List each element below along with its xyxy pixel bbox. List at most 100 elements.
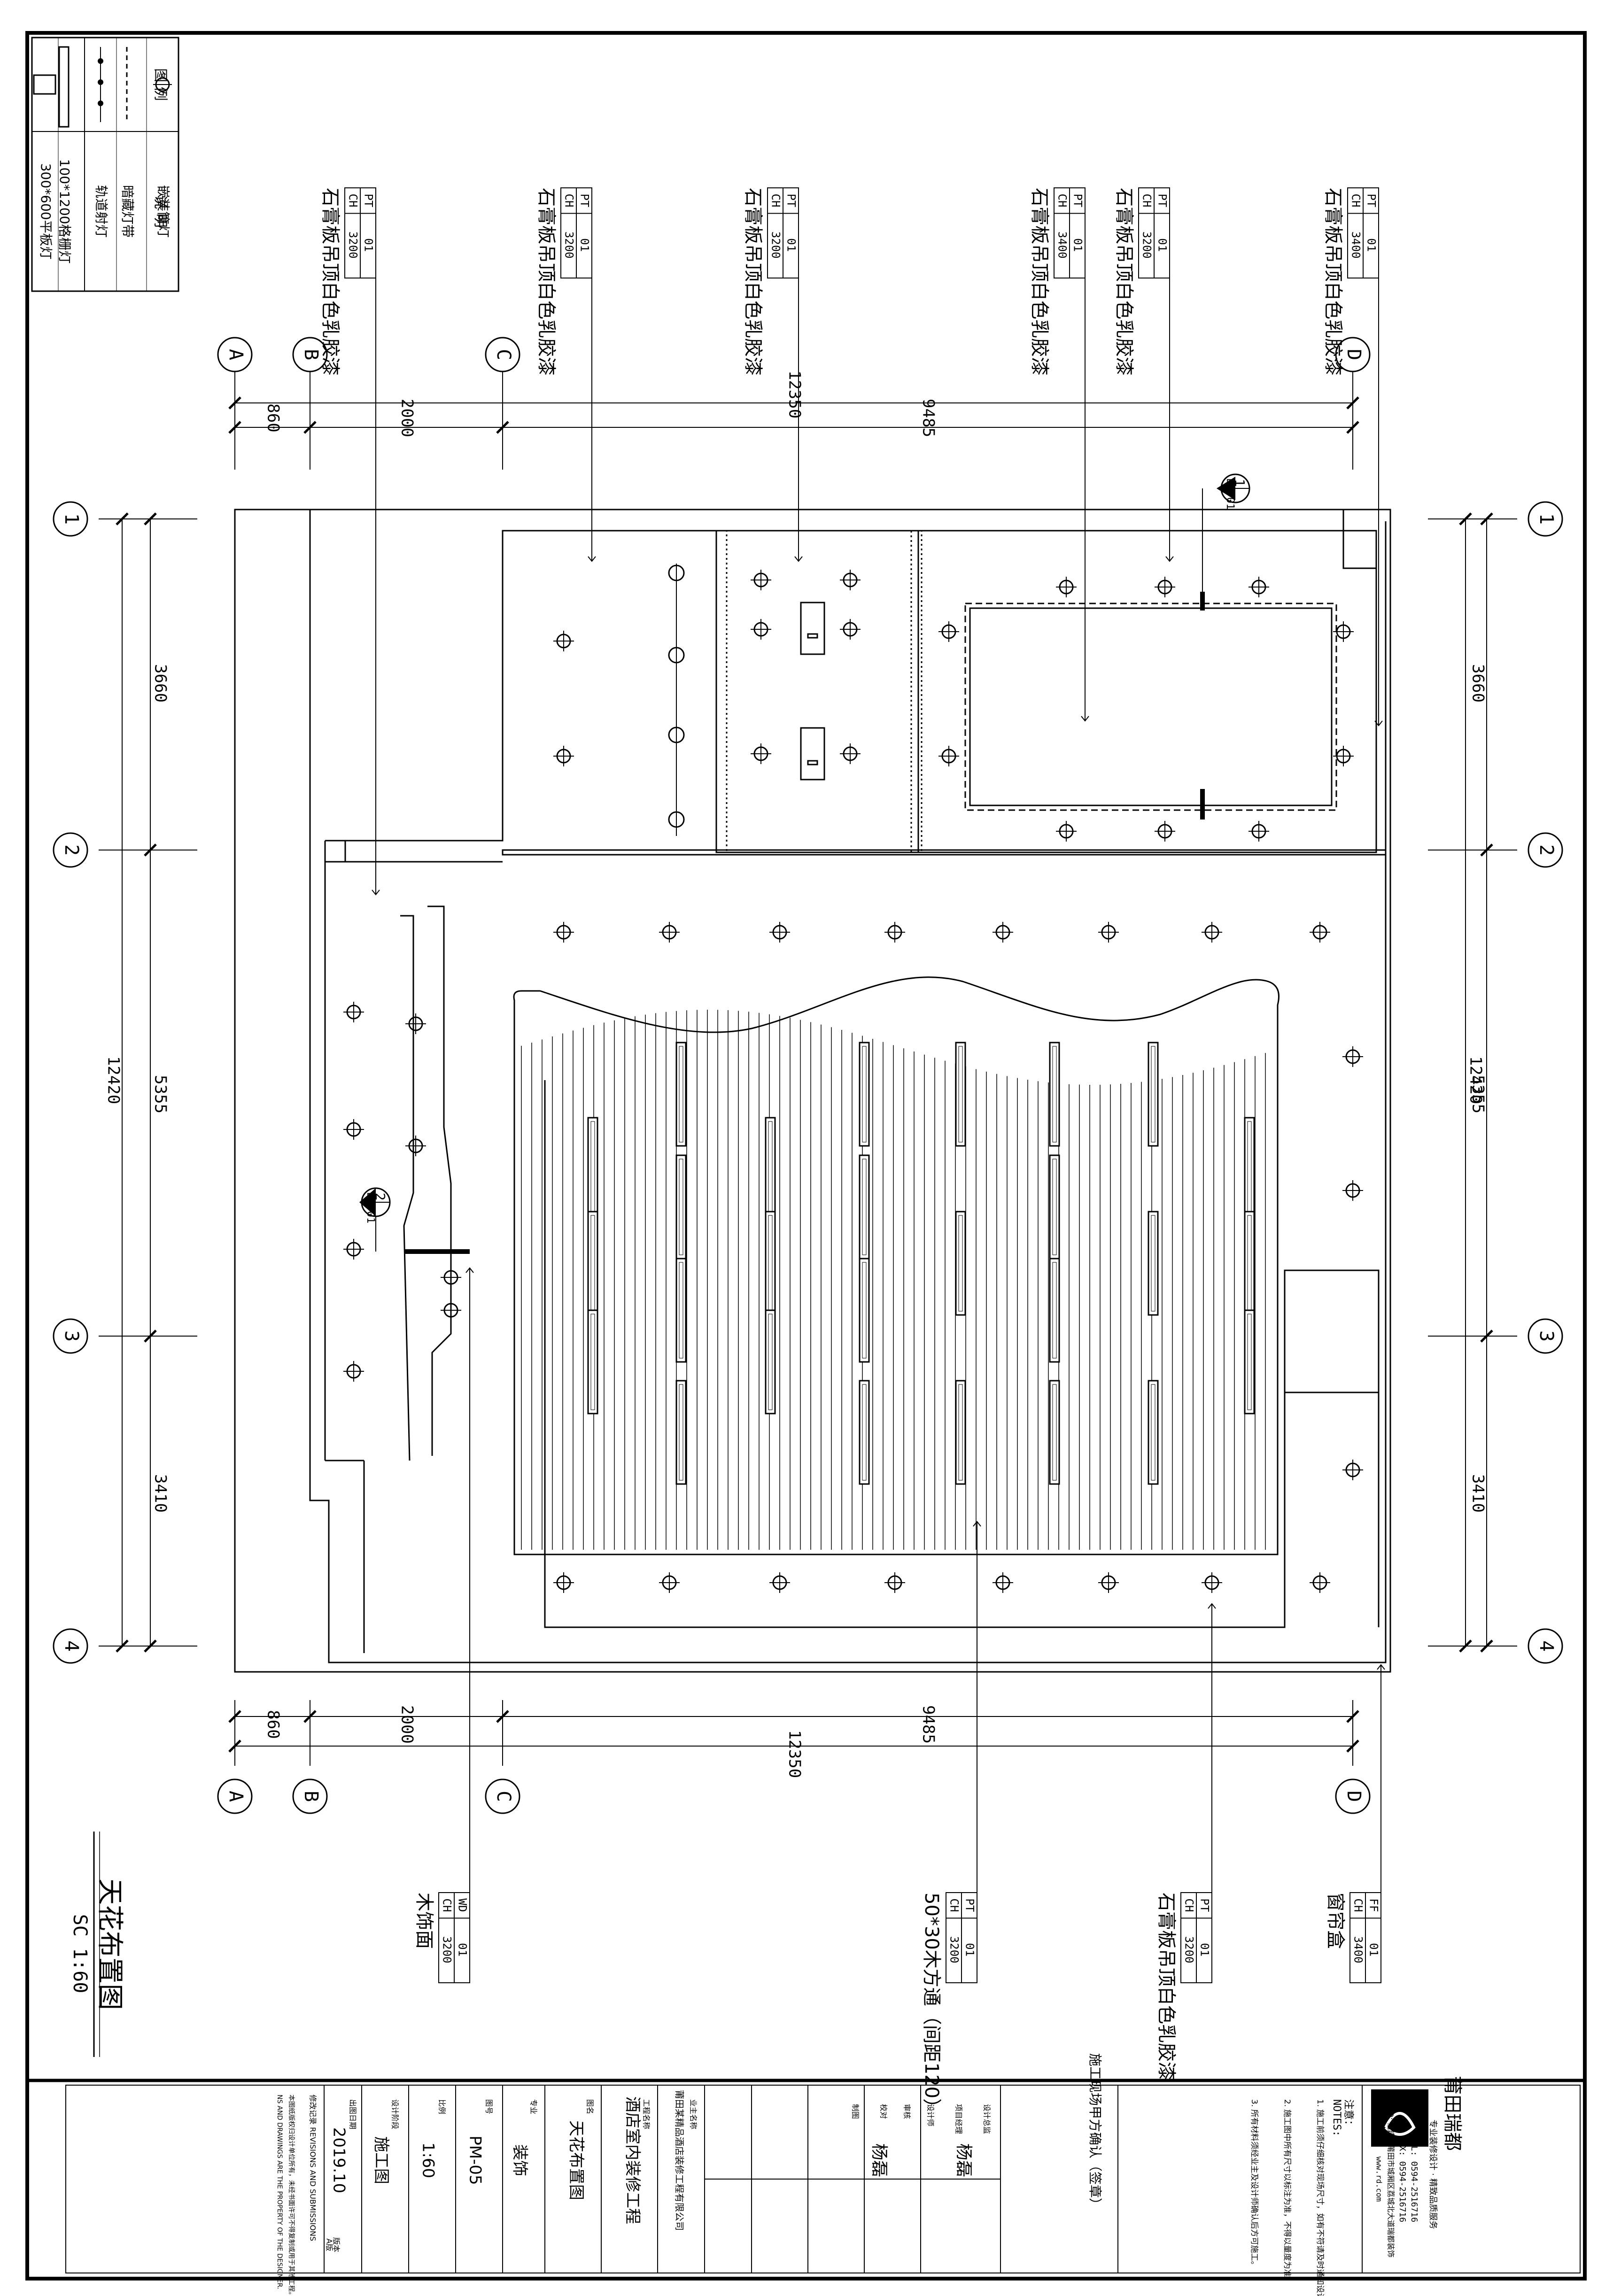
tag-description: 石膏板吊顶白色乳胶漆	[1155, 1893, 1177, 2080]
grille-light	[587, 1211, 598, 1316]
note-item: 3. 所有材料须经业主及设计师确认后方可施工。	[1249, 2099, 1259, 2269]
grille-light	[675, 1258, 687, 1363]
legend-item-label: 嵌装筒灯	[155, 185, 171, 238]
role-label: 设计总监	[983, 2104, 992, 2134]
grille-light	[859, 1042, 870, 1147]
grid-bubble-label: 4	[1535, 1640, 1557, 1652]
dimension-text: 12350	[785, 371, 804, 418]
grid-bubble-A	[217, 337, 253, 372]
title-block	[65, 2085, 1581, 2273]
role-label: 制图	[851, 2104, 860, 2119]
version-value: A版	[325, 2239, 334, 2251]
grid-bubble-4	[1528, 1628, 1563, 1664]
info-label: 业主名称	[689, 2099, 698, 2129]
tag-material-code: PT	[362, 193, 375, 207]
tag-code: 01	[456, 1943, 469, 1956]
info-label: 比例	[438, 2099, 447, 2114]
tag-material-code: PT	[1365, 193, 1378, 207]
track-light-row	[668, 564, 685, 836]
dimension-text: 9485	[919, 399, 938, 437]
grid-bubble-label: 2	[61, 844, 82, 856]
grid-bubble-D	[1335, 337, 1371, 372]
tag-description: 石膏板吊顶白色乳胶漆	[1113, 188, 1135, 376]
company-web: www.rd.com	[1375, 2157, 1384, 2202]
grid-bubble-B	[292, 1778, 328, 1814]
tag-description: 窗帘盒	[1325, 1893, 1346, 1949]
tag-material-code: PT	[1156, 193, 1169, 207]
grille-light	[675, 1042, 687, 1147]
grid-bubble-label: 2	[1535, 844, 1557, 856]
tag-material-code: PT	[578, 193, 591, 207]
grid-bubble-label: 3	[61, 1330, 82, 1342]
dimension-text: 860	[264, 1710, 283, 1739]
info-label: 设计阶段	[391, 2099, 400, 2129]
tag-ch-value: 3400	[1056, 232, 1069, 259]
info-value: 天花布置图	[567, 2120, 586, 2200]
legend-item-label: 100*1200格栅灯	[57, 159, 72, 264]
grid-bubble-label: 3	[1535, 1330, 1557, 1342]
drawing-scale: SC 1:60	[69, 1914, 91, 1994]
tag-ch-label: CH	[441, 1898, 454, 1912]
tag-code: 01	[1156, 238, 1169, 252]
info-value: 莆田某精品酒店装修工程有限公司	[674, 2090, 685, 2231]
grid-bubble-1	[1528, 501, 1563, 537]
sheet-border	[25, 31, 1587, 2281]
section-marker-1	[1202, 473, 1250, 596]
grille-light	[1148, 1211, 1159, 1316]
legend-item-label: 300*600平板灯	[38, 163, 54, 260]
grille-light	[1049, 1154, 1060, 1260]
grille-light	[1148, 1380, 1159, 1485]
dimension-text: 5355	[1469, 1075, 1488, 1113]
grid-axis-lines	[99, 366, 1517, 1766]
tag-description: 50*30木方通（间距120）	[921, 1893, 942, 2117]
grid-bubble-2	[53, 832, 88, 868]
revisions-title: 修改记录 REVISIONS AND SUBMISSIONS	[309, 2095, 318, 2241]
tag-description: 石膏板吊顶白色乳胶漆	[1029, 188, 1050, 376]
grid-bubble-label: C	[493, 349, 514, 360]
tag-ch-value: 3400	[1349, 232, 1363, 259]
section-number: 1	[1232, 479, 1248, 487]
tag-ch-label: CH	[948, 1898, 961, 1912]
grid-bubble-label: A	[225, 1791, 247, 1802]
legend-header-desc: 说 明	[152, 195, 169, 228]
info-label: 专业	[529, 2099, 538, 2114]
tag-ch-value: 3200	[1183, 1936, 1196, 1964]
grille-light	[765, 1117, 776, 1222]
grid-bubble-label: A	[225, 349, 247, 360]
track-light-icon	[98, 47, 103, 122]
tag-ch-value: 3200	[563, 232, 576, 259]
tag-ch-label: CH	[347, 193, 360, 207]
tag-ch-value: 3400	[1352, 1936, 1365, 1964]
tag-code: 01	[1198, 1943, 1211, 1956]
dimension-text: 12420	[1466, 1056, 1485, 1104]
tag-description: 石膏板吊顶白色乳胶漆	[1322, 188, 1344, 376]
dimension-text: 3410	[1469, 1474, 1488, 1513]
grille-light	[955, 1211, 966, 1316]
section-number: 2	[372, 1193, 388, 1201]
tag-code: 01	[362, 238, 375, 252]
grille-light	[587, 1309, 598, 1415]
grille-light	[955, 1380, 966, 1485]
panel-light-icon	[33, 74, 56, 95]
legend-table	[31, 37, 179, 292]
grille-light	[675, 1380, 687, 1485]
tag-ch-value: 3200	[1140, 232, 1154, 259]
info-value: 酒店室内装修工程	[623, 2096, 642, 2224]
company-address: ADD: 福建省莆田市城厢区荔城北大道瑞都装饰	[1387, 2101, 1396, 2257]
info-value: 2019.10	[330, 2127, 349, 2194]
grille-light	[675, 1154, 687, 1260]
tag-description: 石膏板吊顶白色乳胶漆	[742, 188, 764, 376]
grid-bubble-C	[485, 337, 520, 372]
dimension-text: 5355	[151, 1075, 170, 1113]
panel-light-fixtures	[800, 602, 825, 781]
grid-bubble-label: 1	[1535, 513, 1557, 525]
grid-bubble-4	[53, 1628, 88, 1664]
info-label: 图名	[586, 2099, 595, 2114]
grid-bubble-1	[53, 501, 88, 537]
